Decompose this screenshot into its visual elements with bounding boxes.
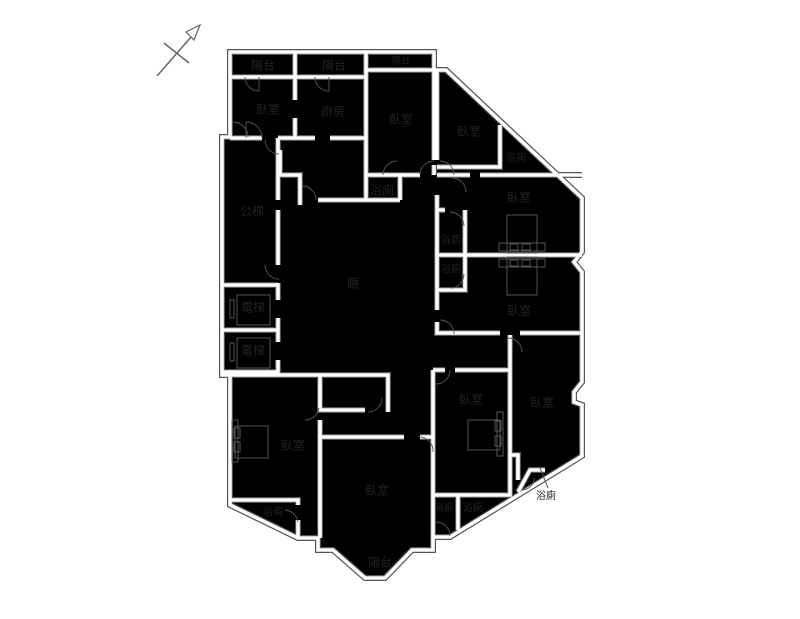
north-arrow-icon	[156, 23, 202, 77]
bathroom-label: 浴廁	[370, 183, 394, 198]
elevator-label: 電梯	[241, 301, 265, 315]
living-hall-label: 廳	[347, 276, 359, 291]
bathroom-label: 浴廁	[441, 233, 461, 246]
bedroom-label: 臥室	[530, 395, 554, 410]
balcony-label: 陽台	[368, 555, 392, 570]
bathroom-label: 浴廁	[435, 502, 453, 514]
bedroom-label: 臥室	[457, 124, 481, 139]
bedroom-label: 臥室	[389, 112, 413, 127]
bedroom-label: 臥室	[459, 392, 483, 407]
kitchen-label: 廚房	[321, 104, 345, 119]
bedroom-label: 臥室	[365, 483, 389, 498]
balcony-label: 陽台	[251, 58, 275, 73]
bedroom-label: 臥室	[507, 303, 531, 318]
bathroom-label: 浴廁	[263, 505, 283, 518]
elevator-cars	[229, 294, 271, 369]
bed-icon	[467, 411, 504, 457]
bedroom-label: 臥室	[507, 190, 531, 205]
bathroom-label: 浴廁	[441, 262, 461, 275]
bedroom-label: 臥室	[281, 438, 305, 453]
bathroom-label: 浴廁	[506, 151, 526, 164]
elevator-label: 電梯	[241, 344, 265, 358]
bathroom-label: 浴廁	[536, 489, 556, 502]
room-labels: 陽台 陽台 陽台 臥室 廚房 臥室 臥室 浴廁 浴廁 公梯 臥室 浴廁 浴廁 廳…	[240, 55, 556, 570]
stairs-label: 公梯	[240, 205, 264, 219]
balcony-label: 陽台	[322, 58, 346, 73]
twin-bed-icon	[498, 214, 546, 296]
balcony-label: 陽台	[392, 55, 410, 67]
bedroom-label: 臥室	[256, 102, 280, 117]
bed-icon	[231, 419, 269, 463]
bathroom-label: 浴廁	[463, 501, 483, 514]
door-swings	[232, 76, 549, 537]
